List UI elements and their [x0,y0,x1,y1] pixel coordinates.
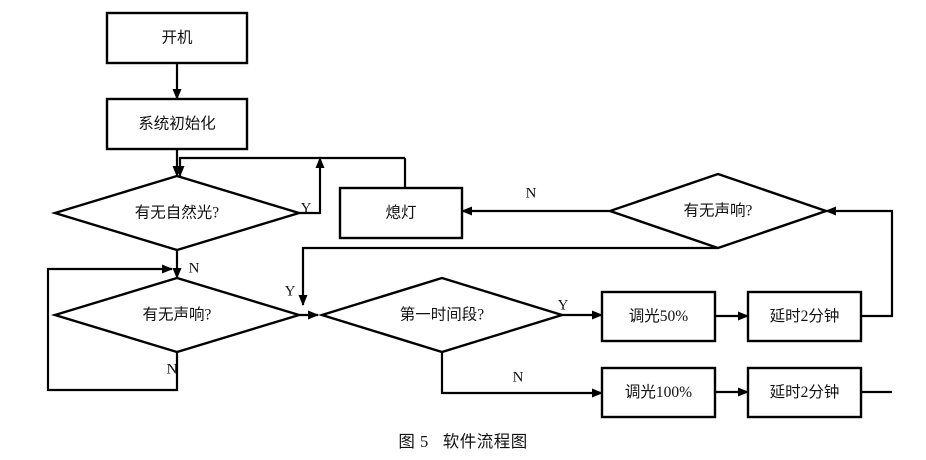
edge-path [175,156,405,177]
node-label: 调光50% [629,307,689,325]
node-label: 有无声响? [143,306,212,324]
edge-path [440,352,603,398]
node-label: 延时2分钟 [770,383,840,401]
node-label: 开机 [161,29,193,47]
edge-label: N [526,185,537,201]
node-sound-right[interactable]: 有无声响? [606,172,830,250]
process-box[interactable] [746,290,863,343]
node-label: 延时2分钟 [770,307,840,325]
node-power-on[interactable]: 开机 [105,11,249,65]
node-label: 有无自然光? [135,204,220,222]
node-dim-100[interactable]: 调光100% [600,366,717,419]
node-label: 调光100% [625,383,692,401]
edge-label: Y [558,297,569,313]
node-label: 系统初始化 [138,115,216,133]
decision-diamond[interactable] [50,276,304,354]
edge-time-period-no-to-dim-100: N [440,352,603,398]
process-box[interactable] [338,186,464,240]
edge-path [298,246,718,306]
node-label: 第一时间段? [400,306,485,324]
decision-diamond[interactable] [317,276,567,354]
figure-caption-number: 图 5 [398,432,429,451]
process-box[interactable] [746,366,863,419]
edge-label: N [189,260,200,276]
figure-caption: 图 5 软件流程图 [0,428,926,452]
edge-natural-light-no-to-sound-left: N [172,250,200,279]
process-box[interactable] [600,366,717,419]
edge-label: N [167,361,178,377]
process-box[interactable] [105,11,249,65]
node-delay-2min-b[interactable]: 延时2分钟 [746,366,863,419]
node-system-init[interactable]: 系统初始化 [105,97,249,151]
edge-sound-right-no-to-lights-off: N [461,185,610,216]
process-box[interactable] [105,97,249,151]
node-lights-off[interactable]: 熄灯 [338,186,464,240]
edge-path [299,157,325,215]
node-label: 熄灯 [385,204,416,222]
decision-diamond[interactable] [606,172,830,250]
edge-return-bus-to-natural-light [175,156,405,177]
node-delay-2min-a[interactable]: 延时2分钟 [746,290,863,343]
edge-path [825,206,894,318]
node-natural-light[interactable]: 有无自然光? [50,174,304,252]
node-label: 有无声响? [684,202,753,220]
edge-natural-light-yes-to-return: Y [299,157,325,216]
process-box[interactable] [600,290,717,343]
decision-diamond[interactable] [50,174,304,252]
edge-label: N [513,369,524,385]
edge-label: Y [285,283,296,299]
node-dim-50[interactable]: 调光50% [600,290,717,343]
edge-delay-a-return [825,206,894,318]
node-sound-left[interactable]: 有无声响? [50,276,304,354]
edge-time-period-yes-to-dim-50: Y [558,297,603,320]
node-time-period[interactable]: 第一时间段? [317,276,567,354]
edge-sound-right-yes-to-time-period: Y [285,246,718,306]
edge-sound-left-no-loop: N [46,264,179,392]
edge-label: Y [301,200,312,216]
figure-caption-title: 软件流程图 [442,432,528,451]
edge-layer: Y N N Y N Y N [46,63,894,398]
edge-path [46,264,179,392]
